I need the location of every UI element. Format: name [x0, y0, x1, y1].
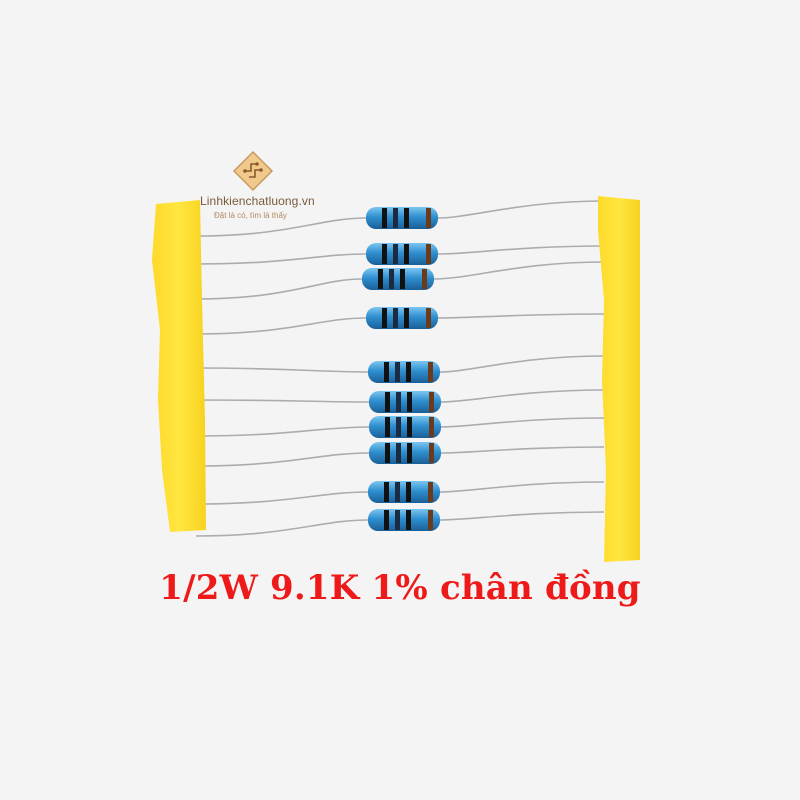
color-band [395, 510, 400, 530]
color-band [396, 417, 401, 437]
color-band [385, 443, 390, 463]
lead-wire [195, 313, 605, 335]
color-band [385, 417, 390, 437]
lead-wire [195, 355, 605, 373]
lead-wire [195, 446, 605, 467]
color-band [389, 269, 394, 289]
color-band [426, 308, 431, 328]
color-band [407, 417, 412, 437]
color-band [382, 244, 387, 264]
lead-wire [195, 481, 605, 505]
color-band [384, 362, 389, 382]
color-band [406, 482, 411, 502]
color-band [422, 269, 427, 289]
color-band [385, 392, 390, 412]
color-band [429, 443, 434, 463]
lead-wire [195, 245, 605, 265]
tape-right [598, 196, 640, 562]
product-caption: 1/2W 9.1K 1% chân đồng [159, 568, 641, 608]
resistor [369, 391, 441, 413]
color-band [428, 510, 433, 530]
color-band [393, 308, 398, 328]
color-band [426, 244, 431, 264]
tape-left [152, 200, 206, 532]
resistor [368, 361, 440, 383]
lead-wire [195, 200, 605, 237]
color-band [428, 482, 433, 502]
color-band [393, 244, 398, 264]
color-band [395, 362, 400, 382]
color-band [404, 244, 409, 264]
color-band [407, 443, 412, 463]
watermark-logo: Linhkienchatluong.vn Đặt là có, tìm là t… [200, 150, 330, 230]
lead-wires [195, 200, 605, 537]
lead-wire [195, 511, 605, 537]
resistor-group [362, 207, 441, 531]
color-band [396, 392, 401, 412]
color-band [404, 208, 409, 228]
lead-wire [195, 417, 605, 437]
color-band [382, 208, 387, 228]
lead-wire [195, 261, 605, 300]
resistor [362, 268, 434, 290]
color-band [400, 269, 405, 289]
logo-tagline: Đặt là có, tìm là thấy [214, 211, 287, 220]
color-band [395, 482, 400, 502]
lead-wire [195, 389, 605, 403]
color-band [426, 208, 431, 228]
color-band [406, 510, 411, 530]
color-band [396, 443, 401, 463]
resistor [368, 481, 440, 503]
color-band [428, 362, 433, 382]
resistor [368, 509, 440, 531]
color-band [382, 308, 387, 328]
resistor [366, 243, 438, 265]
color-band [429, 417, 434, 437]
logo-name: Linhkienchatluong.vn [200, 194, 315, 208]
color-band [393, 208, 398, 228]
resistor [369, 442, 441, 464]
color-band [384, 482, 389, 502]
color-band [384, 510, 389, 530]
circuit-diamond-icon [232, 150, 274, 192]
color-band [407, 392, 412, 412]
resistor [366, 307, 438, 329]
color-band [429, 392, 434, 412]
color-band [406, 362, 411, 382]
resistor [366, 207, 438, 229]
color-band [404, 308, 409, 328]
resistor [369, 416, 441, 438]
color-band [378, 269, 383, 289]
